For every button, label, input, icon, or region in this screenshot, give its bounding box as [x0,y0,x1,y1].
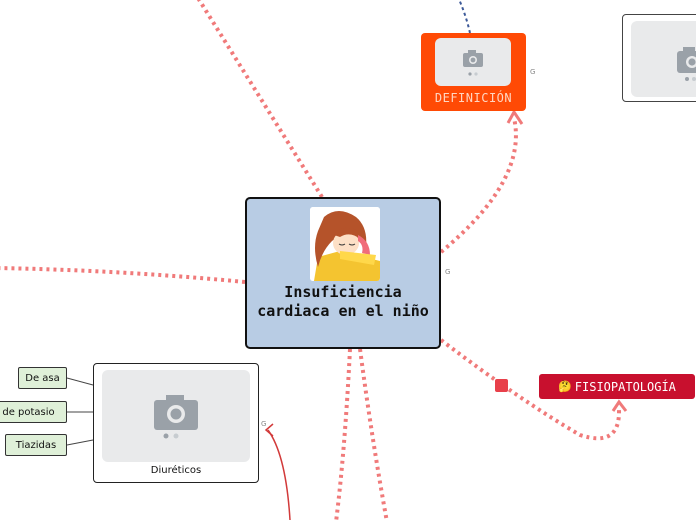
image-placeholder [102,370,250,462]
camera-icon [677,47,696,81]
link-top [196,0,324,199]
definicion-label: DEFINICIÓN [434,91,513,105]
fisiopatologia-label: FISIOPATOLOGÍA [574,379,676,394]
link-definicion-head [506,109,524,125]
leaf-de-asa[interactable]: De asa [18,367,67,389]
link-diureticos-head [264,423,274,437]
camera-icon [154,395,198,439]
leaf-de-potasio[interactable]: de potasio [0,401,67,423]
camera-icon [463,50,483,76]
link-top-right [458,0,471,34]
thinking-face-icon: 🤔 [558,380,572,393]
leaf-connector-3 [66,439,94,446]
link-diureticos [267,429,291,520]
image-placeholder [435,38,511,86]
leaf-connector-1 [66,377,94,386]
central-topic[interactable]: Insuficiencia cardiaca en el niño [245,197,441,349]
link-fisiopatologia [439,338,622,441]
fisiopatologia-marker [495,379,508,392]
central-topic-title: Insuficiencia cardiaca en el niño [257,283,429,320]
diureticos-node[interactable]: Diuréticos [93,363,259,483]
link-fisiopatologia-head [611,399,628,412]
link-left [0,266,246,284]
link-bottom-2 [358,348,389,520]
leaf-tiazidas[interactable]: Tiazidas [5,434,67,456]
google-g-icon: G [261,420,267,428]
image-placeholder [631,21,696,97]
fisiopatologia-node[interactable]: 🤔 FISIOPATOLOGÍA [539,374,695,399]
link-bottom-1 [334,348,352,520]
image-node-right[interactable] [622,14,696,102]
girl-sleeping-image [310,207,380,281]
google-g-icon: G [530,68,536,76]
link-definicion [439,117,518,254]
google-g-icon: G [445,268,451,276]
diureticos-label: Diuréticos [150,465,202,476]
definicion-node[interactable]: DEFINICIÓN [421,33,526,111]
